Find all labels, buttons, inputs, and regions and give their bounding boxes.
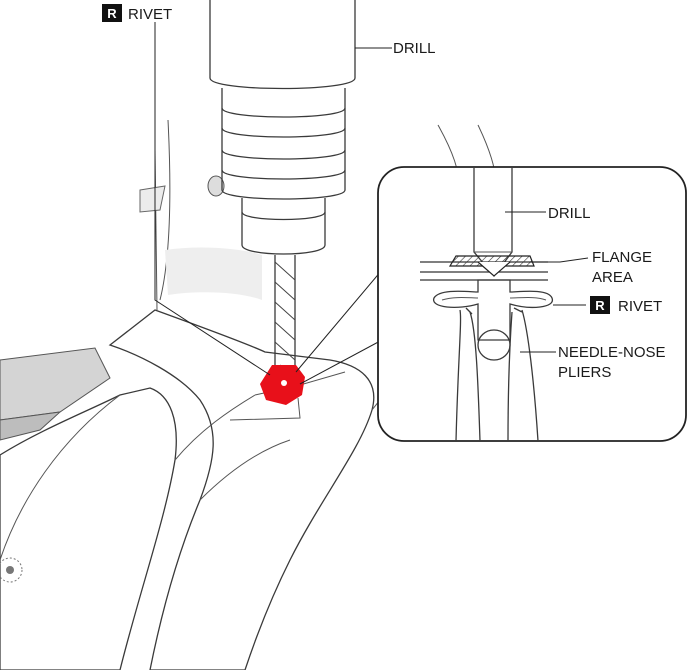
flange-label-line1: FLANGE <box>592 249 652 266</box>
r-badge-inset-text: R <box>595 298 605 313</box>
pliers-label-line2: PLIERS <box>558 364 611 381</box>
rivet-main-label: R RIVET <box>102 4 172 23</box>
rivet-highlight <box>260 365 305 405</box>
rivet-label-main: RIVET <box>128 6 172 23</box>
drill-body <box>209 0 356 390</box>
drill-label-main: DRILL <box>393 40 436 57</box>
inset-leaders <box>505 211 589 353</box>
pliers-label-line1: NEEDLE-NOSE <box>558 344 666 361</box>
rivet-inset-label: R RIVET <box>590 296 662 315</box>
r-badge-main-text: R <box>107 6 117 21</box>
detail-inset <box>377 166 687 442</box>
flange-hatch <box>448 255 535 267</box>
r-badge-main <box>102 4 122 22</box>
pliers-jaw-left-outer <box>455 309 462 441</box>
callout-wedge <box>295 269 383 385</box>
rivet-label-inset: RIVET <box>618 298 662 315</box>
flange-label-line2: AREA <box>592 269 633 286</box>
drill-label-inset: DRILL <box>548 205 591 222</box>
r-badge-inset <box>590 296 610 314</box>
main-leaders <box>154 22 392 376</box>
